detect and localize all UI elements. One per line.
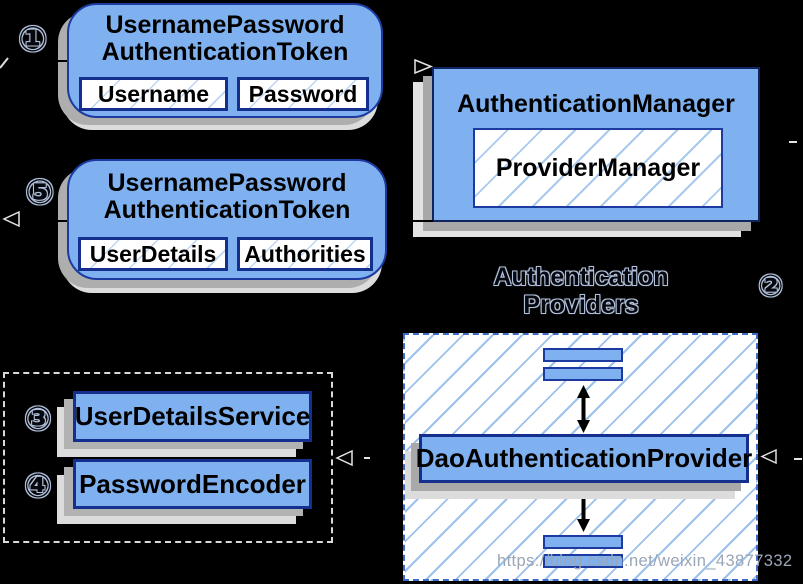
provider-manager-box: ProviderManager (473, 128, 723, 208)
authentication-manager-box: AuthenticationManager ProviderManager (432, 67, 760, 222)
token-request-field-username: Username (79, 77, 228, 111)
step-2-badge: ② (758, 269, 784, 304)
step-1-badge: ① (18, 20, 48, 60)
cropped-connector-line (794, 458, 802, 460)
double-arrow-icon (575, 385, 592, 433)
cropped-connector-line (364, 457, 370, 459)
open-arrowhead-right-icon (412, 58, 434, 75)
token-auth-field-userdetails: UserDetails (78, 237, 228, 271)
cropped-connector-line (405, 220, 433, 222)
stack-seam-line (50, 60, 67, 62)
stack-seam-line (50, 220, 67, 222)
token-auth-title: UsernamePassword AuthenticationToken (103, 169, 351, 224)
provider-slot-bar (543, 554, 623, 568)
user-details-service-box: UserDetailsService (73, 391, 312, 442)
authentication-providers-label: Authentication Providers (493, 263, 669, 319)
provider-slot-bar (543, 367, 623, 381)
watermark-url: https://blog.csdn.net/weixin_43877332 (497, 552, 793, 570)
provider-slot-bar (543, 535, 623, 549)
step-5-badge: ⑤ (25, 173, 55, 213)
step-4-badge: ④ (24, 466, 52, 505)
cropped-connector-line (0, 56, 10, 70)
collaborators-container (3, 372, 333, 543)
token-request-title: UsernamePassword AuthenticationToken (101, 11, 349, 66)
open-arrowhead-left-icon (759, 448, 779, 465)
authentication-manager-title: AuthenticationManager (457, 90, 735, 118)
dao-authentication-provider-box: DaoAuthenticationProvider (416, 434, 752, 483)
open-arrowhead-left-icon (1, 210, 21, 228)
cropped-connector-line (789, 141, 797, 143)
open-arrowhead-left-icon (334, 449, 355, 467)
password-encoder-box: PasswordEncoder (73, 459, 312, 509)
step-3-badge: ③ (24, 399, 52, 438)
token-auth-field-authorities: Authorities (237, 237, 373, 271)
token-request-field-password: Password (237, 77, 369, 111)
provider-slot-bar (543, 348, 623, 362)
